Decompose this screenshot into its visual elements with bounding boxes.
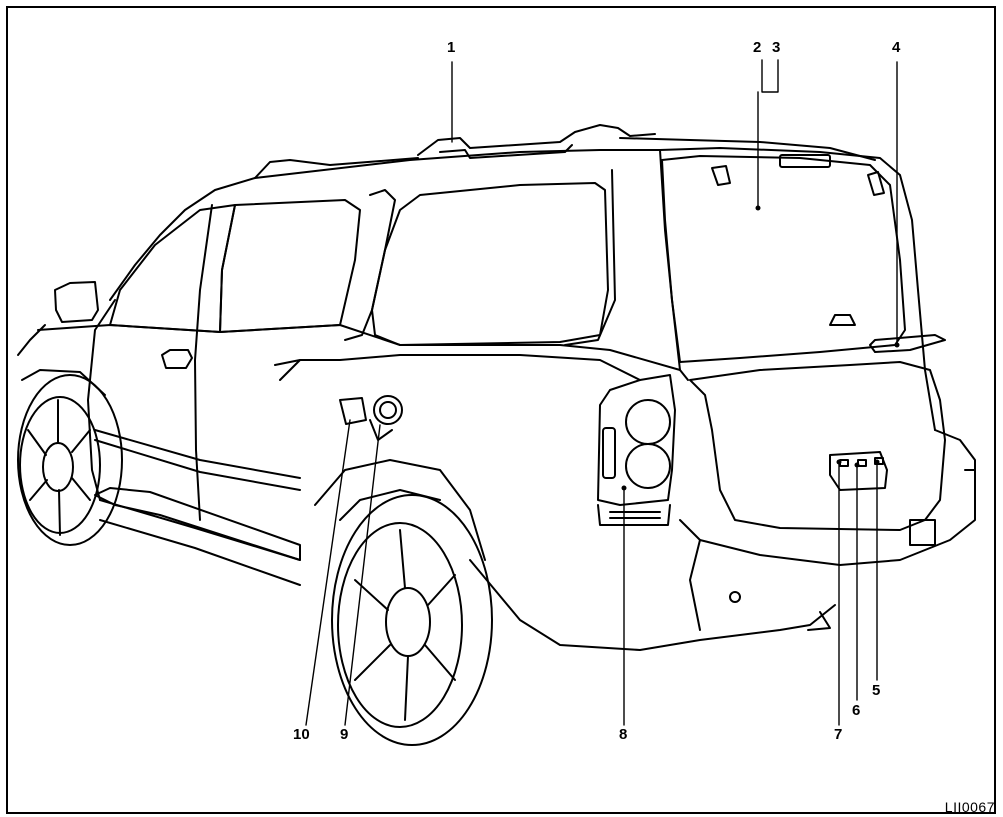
vehicle-body — [17, 147, 976, 651]
leader-bracket-2-3 — [761, 59, 779, 93]
door-handle — [161, 349, 193, 369]
diagram-frame — [6, 6, 996, 814]
rear-door-window — [219, 199, 361, 333]
figure-code: LII0067 — [944, 799, 995, 815]
running-board — [94, 487, 301, 561]
callout-8: 8 — [619, 726, 628, 743]
rear-combination-light — [597, 374, 676, 526]
callout-10: 10 — [293, 726, 310, 743]
fuel-filler-cap — [373, 395, 403, 425]
fuel-filler-door — [339, 397, 367, 425]
callout-7: 7 — [834, 726, 843, 743]
rear-wheel — [314, 459, 493, 746]
callout-9: 9 — [340, 726, 349, 743]
rear-wiper — [869, 334, 946, 353]
roof-rack — [254, 124, 876, 179]
rear-bumper — [679, 429, 976, 566]
quarter-window — [371, 182, 609, 346]
callout-5: 5 — [872, 682, 881, 699]
rear-hatch — [689, 361, 946, 531]
leader-line-10 — [305, 419, 351, 726]
leader-lines — [305, 59, 898, 726]
callout-2: 2 — [753, 39, 762, 56]
callout-3: 3 — [772, 39, 781, 56]
callout-6: 6 — [852, 702, 861, 719]
callout-4: 4 — [892, 39, 901, 56]
callout-1: 1 — [447, 39, 456, 56]
front-wheel — [17, 369, 123, 546]
rear-window-glass — [661, 155, 906, 363]
leader-line-9 — [344, 424, 381, 726]
front-door-window — [109, 204, 236, 333]
side-mirror — [54, 281, 99, 323]
fuel-filler — [339, 395, 403, 441]
